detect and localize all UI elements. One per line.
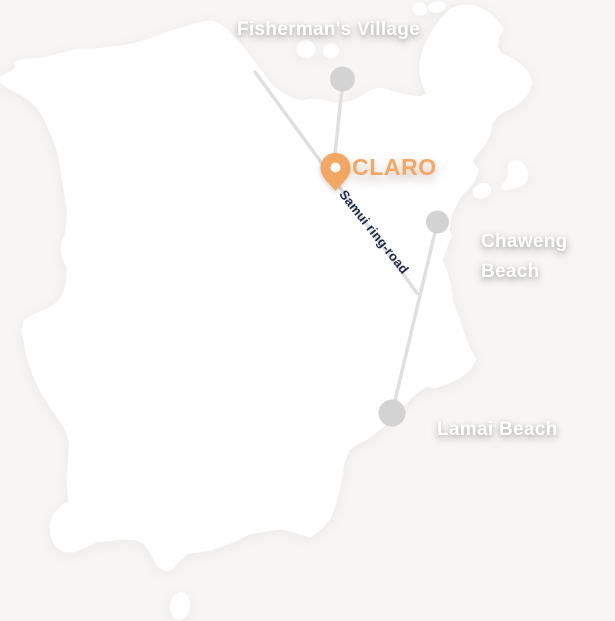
- islet-east-1: [501, 160, 529, 191]
- fisherman-connector-line: [332, 82, 345, 160]
- lamai-beach-dot: [378, 399, 406, 427]
- islet-northeast-2: [428, 1, 446, 13]
- islet-south: [169, 592, 191, 620]
- fisherman-village-dot: [330, 66, 355, 92]
- islet-north-1: [296, 40, 316, 58]
- chaweng-beach-label-line2: Beach: [481, 261, 540, 282]
- chaweng-beach-dot: [426, 210, 449, 234]
- claro-pin-icon: [320, 153, 351, 191]
- islet-east-2: [472, 183, 492, 199]
- chaweng-beach-label-line1: Chaweng: [481, 231, 568, 252]
- island-samui: [0, 4, 533, 572]
- lamai-beach-label: Lamai Beach: [437, 419, 558, 440]
- islet-northeast-1: [412, 2, 428, 16]
- claro-label: CLARO: [352, 154, 437, 180]
- fisherman-village-label: Fisherman's Village: [237, 19, 421, 40]
- island-group: [0, 1, 533, 620]
- chaweng-lamai-line: [390, 220, 440, 415]
- islet-north-2: [323, 43, 339, 59]
- chaweng-beach-label: Chaweng Beach: [481, 227, 568, 287]
